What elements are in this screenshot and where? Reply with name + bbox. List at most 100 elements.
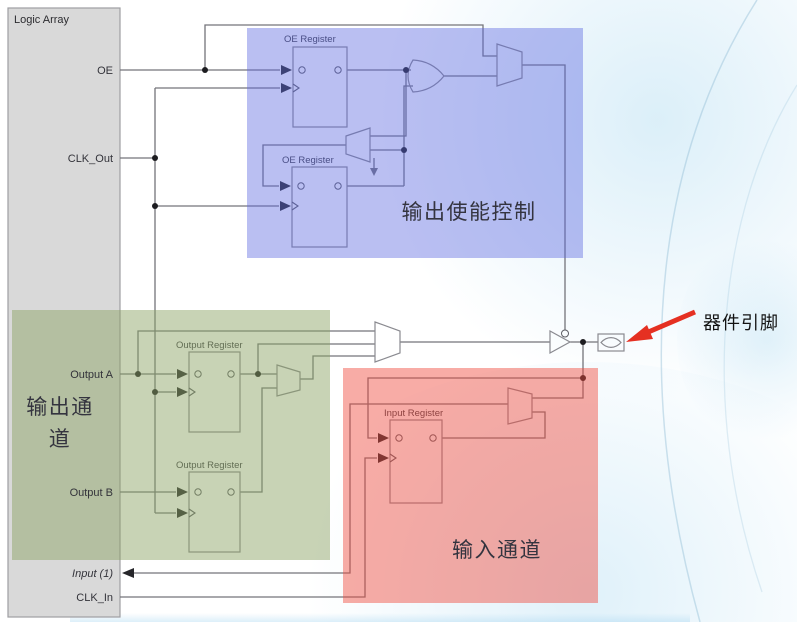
output-path-mux-icon — [374, 321, 401, 363]
mux-down-arrow-icon — [370, 168, 378, 176]
d-arrow-icon — [177, 487, 188, 497]
q-port-icon — [429, 434, 437, 442]
oe-register-2: OE Register — [282, 155, 348, 248]
swoosh-arc-1 — [660, 0, 758, 622]
wire-qb — [240, 387, 277, 493]
wire-qin — [442, 411, 546, 439]
output-mux-icon — [276, 364, 301, 397]
signal-label-output-a: Output A — [70, 369, 113, 381]
clk-wedge-icon — [292, 83, 300, 93]
junction-dot — [580, 375, 586, 381]
q-port-icon — [334, 66, 342, 74]
oe-mux-icon — [496, 43, 523, 87]
register-box — [188, 351, 241, 433]
output-channel-region — [12, 310, 330, 560]
input-return-arrow-icon — [122, 568, 134, 578]
gates — [276, 43, 625, 425]
oe-control-region — [247, 28, 583, 258]
pin-label: 器件引脚 — [703, 313, 779, 333]
device-pin-icon — [597, 333, 625, 352]
wire-oe-control — [522, 64, 566, 330]
junction-dot — [135, 371, 141, 377]
q-port-icon — [334, 182, 342, 190]
wire-gmux-out — [300, 355, 375, 380]
signal-label-oe: OE — [97, 65, 113, 77]
logic-array-block: Logic Array — [7, 7, 121, 618]
clk-arrow-icon — [177, 508, 188, 518]
output-register-b: Output Register — [176, 460, 243, 553]
junction-dot — [580, 339, 586, 345]
d-port-icon — [297, 182, 305, 190]
d-arrow-icon — [378, 433, 389, 443]
clk-wedge-icon — [188, 508, 196, 518]
clk-arrow-icon — [280, 201, 291, 211]
signal-labels: OE CLK_Out Output A Output B Input (1) C… — [68, 65, 114, 604]
wire-q1-branch — [370, 70, 407, 137]
register-box — [188, 471, 241, 553]
register-box — [292, 46, 348, 128]
clk-wedge-icon — [188, 387, 196, 397]
register-label: OE Register — [284, 34, 336, 45]
input-channel-region — [343, 368, 598, 603]
q-port-icon — [227, 370, 235, 378]
tristate-buffer-icon — [549, 329, 572, 355]
swoosh-arc-2 — [723, 84, 797, 593]
logic-array-title: Logic Array — [14, 14, 70, 26]
q-port-icon — [227, 488, 235, 496]
d-arrow-icon — [280, 181, 291, 191]
wire-pad-branch — [532, 342, 584, 399]
tristate-enable-bubble-icon — [561, 329, 569, 338]
signal-label-output-b: Output B — [70, 487, 113, 499]
wire-mux2-loop — [262, 144, 346, 187]
output-channel-title-line2: 道 — [49, 428, 72, 451]
junction-dot — [401, 147, 407, 153]
d-arrow-icon — [281, 65, 292, 75]
register-label: Input Register — [384, 408, 443, 419]
pointer-arrow-shaft — [645, 309, 696, 336]
junction-dot — [152, 155, 158, 161]
d-port-icon — [395, 434, 403, 442]
register-label: Output Register — [176, 460, 243, 471]
pin-pad-box — [597, 333, 625, 352]
clk-wedge-icon — [291, 201, 299, 211]
d-port-icon — [194, 370, 202, 378]
pin-callout: 器件引脚 — [626, 309, 779, 342]
wire-oe-bypass — [204, 24, 497, 70]
clk-arrow-icon — [281, 83, 292, 93]
output-channel-title-line1: 输出通 — [26, 396, 94, 419]
register-box — [291, 166, 348, 248]
signal-label-clk-out: CLK_Out — [68, 153, 113, 165]
register-label: Output Register — [176, 340, 243, 351]
arrowheads — [122, 65, 397, 578]
oe-register-1: OE Register — [284, 34, 348, 128]
logic-array-box — [7, 7, 121, 618]
region-titles: 输出使能控制 输出通 道 输入通道 — [26, 201, 540, 562]
clk-arrow-icon — [378, 453, 389, 463]
clk-arrow-icon — [177, 387, 188, 397]
or-gate-icon — [407, 59, 445, 93]
wire-pad-data — [367, 377, 583, 439]
junction-dot — [255, 371, 261, 377]
wire-bypass-a — [137, 330, 375, 374]
wire-qa-branch — [257, 343, 375, 374]
oe-control-title: 输出使能控制 — [402, 201, 537, 224]
signal-label-clk-in: CLK_In — [76, 592, 113, 604]
pointer-arrow-icon — [626, 325, 653, 342]
junction-dot — [202, 67, 208, 73]
clk-wedge-icon — [389, 453, 397, 463]
d-port-icon — [194, 488, 202, 496]
registers: OE Register OE Register Output Register … — [176, 34, 443, 553]
wires — [120, 24, 598, 598]
junction-dots — [135, 67, 586, 395]
junction-dot — [403, 67, 409, 73]
signal-label-input-1: Input (1) — [72, 568, 113, 580]
oe-feedback-mux-icon — [345, 127, 371, 163]
wire-clkin — [120, 457, 377, 598]
register-label: OE Register — [282, 155, 334, 166]
input-path-mux-icon — [507, 387, 533, 425]
d-arrow-icon — [177, 369, 188, 379]
d-port-icon — [298, 66, 306, 74]
